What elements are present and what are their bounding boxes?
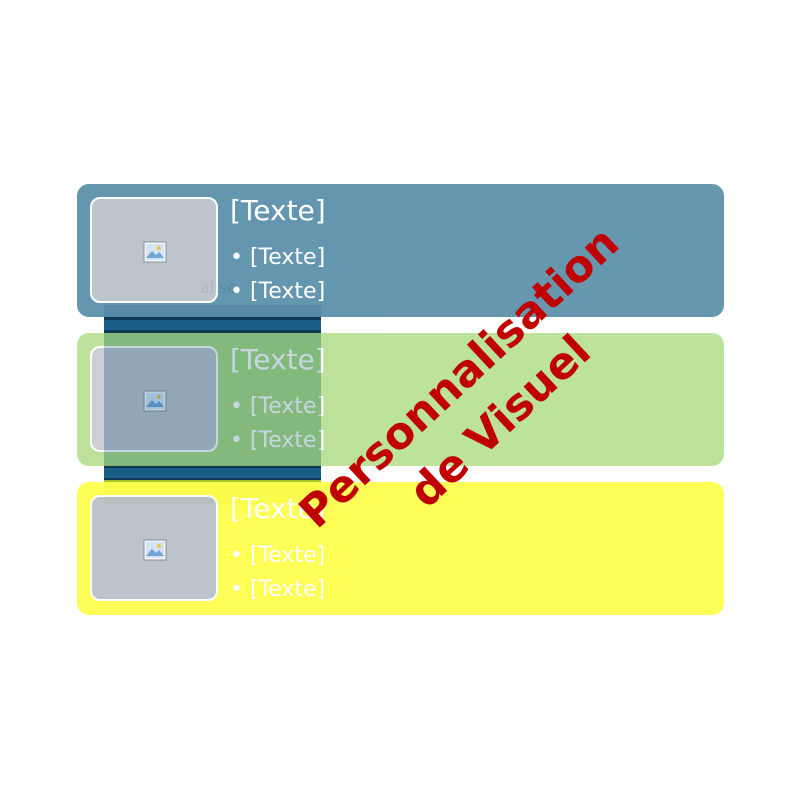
panel-stripe [104,478,321,481]
diagram-row-1[interactable]: [Texte] • [Texte] • [Texte] [77,184,724,317]
diagram-row-3[interactable]: [Texte] • [Texte] • [Texte] [77,482,724,615]
row-bullet: • [Texte] [230,394,326,419]
panel-stripe [104,330,321,333]
row-bullet: • [Texte] [230,577,326,602]
panel-stripe [104,465,321,468]
row-bullet: • [Texte] [230,428,326,453]
diagram-row-2[interactable]: [Texte] • [Texte] • [Texte] [77,333,724,466]
image-placeholder[interactable] [90,346,218,452]
image-placeholder-icon [143,241,167,263]
image-placeholder[interactable] [90,197,218,303]
row-title: [Texte] [230,492,326,525]
image-placeholder-icon [143,390,167,412]
row-bullet: • [Texte] [230,543,326,568]
image-placeholder-icon [143,539,167,561]
row-bullet: • [Texte] [230,245,326,270]
panel-stripe [104,317,321,320]
row-title: [Texte] [230,343,326,376]
row-bullet: • [Texte] [230,279,326,304]
image-placeholder[interactable] [90,495,218,601]
row-title: [Texte] [230,194,326,227]
